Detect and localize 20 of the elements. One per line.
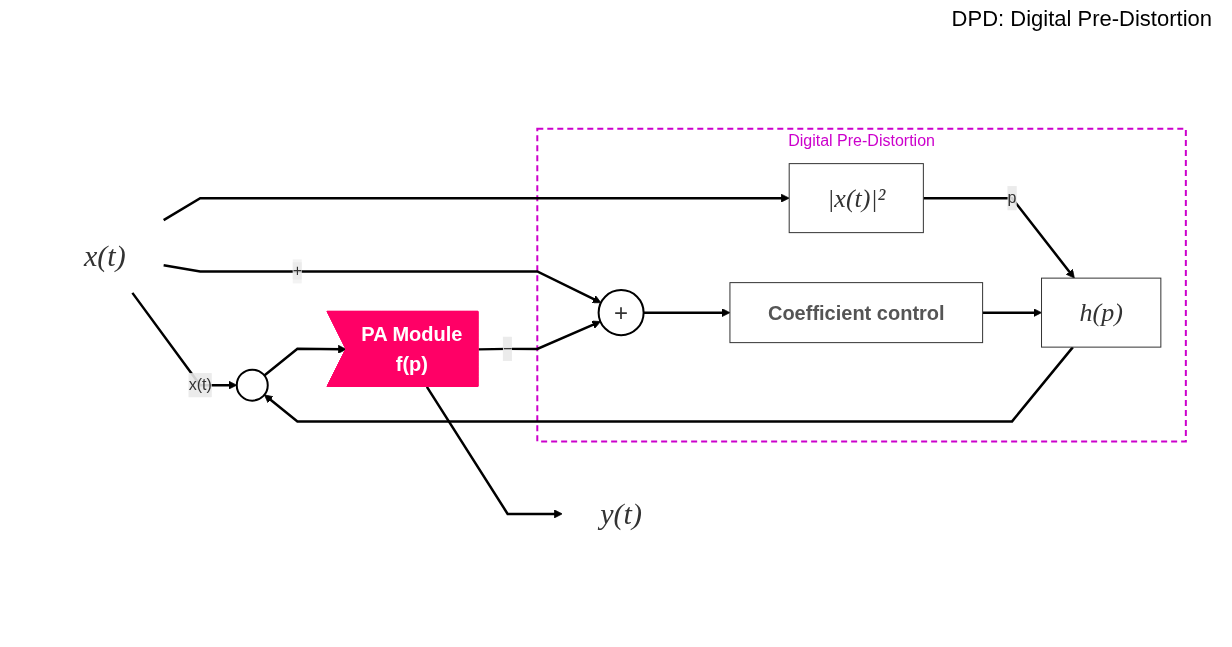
note-text: DPD: Digital Pre-Distortion: [951, 6, 1212, 32]
node-box: |x(t)|²: [788, 163, 924, 234]
node-box: h(p): [1041, 277, 1162, 348]
arrow: [163, 193, 790, 222]
edge-label: −: [503, 339, 513, 357]
node-circle: [235, 368, 269, 402]
node-box: Coefficient control: [729, 282, 984, 344]
edge-label: p: [1007, 189, 1017, 207]
edge-label: +: [292, 262, 303, 280]
node-circle: +: [597, 289, 645, 337]
arrow: [923, 196, 1075, 279]
arrow: [263, 344, 347, 377]
node-text: x(t): [84, 238, 126, 272]
arrow: [478, 320, 601, 351]
arrow: [425, 386, 563, 519]
arrow: [264, 346, 1074, 423]
edge-label: x(t): [188, 376, 212, 394]
node-text: y(t): [600, 497, 643, 531]
arrow: [643, 308, 731, 317]
arrow: [982, 308, 1042, 317]
